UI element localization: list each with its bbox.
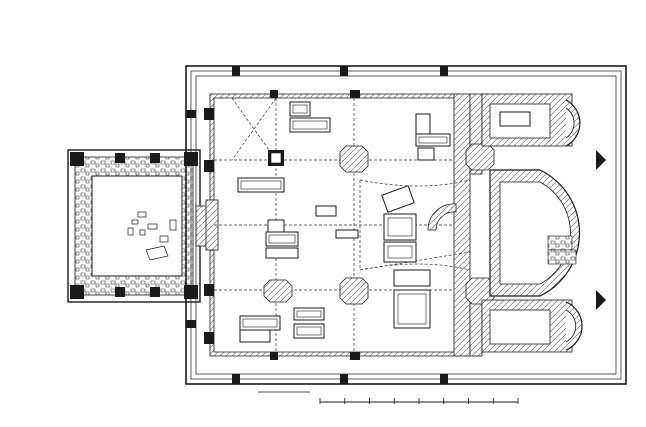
apses: [427, 93, 606, 353]
west-annex: [67, 149, 213, 303]
scale-bar: [319, 398, 519, 404]
piers: [263, 143, 495, 305]
outer-wall: [185, 65, 627, 385]
tombs: [237, 101, 451, 343]
